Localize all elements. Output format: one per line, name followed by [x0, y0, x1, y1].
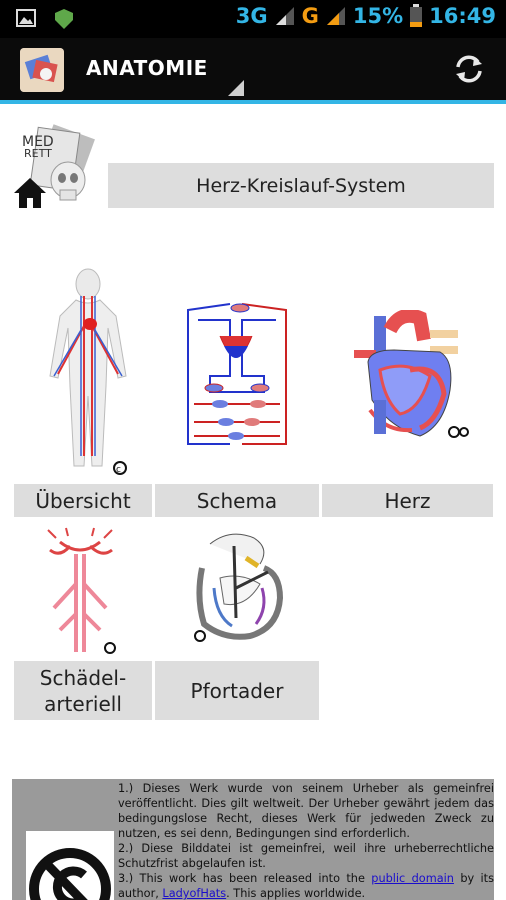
- network-type-2: G: [301, 4, 319, 28]
- refresh-icon[interactable]: [452, 52, 486, 86]
- battery-icon: [410, 4, 423, 27]
- tile-overview[interactable]: Übersicht: [14, 484, 152, 517]
- action-bar: ANATOMIE: [0, 38, 506, 104]
- section-title: Herz-Kreislauf-System: [108, 163, 494, 208]
- license-paragraph-3: 3.) This work has been released into the…: [118, 872, 494, 900]
- license-paragraph-2: 2.) Diese Bilddatei ist gemeinfrei, weil…: [118, 842, 494, 870]
- shield-notification-icon: [55, 9, 73, 29]
- license-paragraph-1: 1.) Dieses Werk wurde von seinem Urheber…: [118, 782, 494, 840]
- circulation-schema-image[interactable]: [180, 296, 292, 448]
- battery-percent: 15%: [352, 4, 404, 28]
- cranial-arteries-image[interactable]: [40, 524, 120, 656]
- signal-icon: [275, 7, 294, 25]
- app-logo-icon[interactable]: [20, 48, 64, 92]
- action-bar-divider: [0, 100, 506, 104]
- medrett-logo: MED RETT: [22, 124, 95, 201]
- gallery-notification-icon: [16, 9, 36, 27]
- status-bar: 3G G 15% 16:49: [0, 0, 506, 38]
- tile-portal-vein[interactable]: Pfortader: [155, 661, 319, 720]
- overview-body-image[interactable]: c: [36, 266, 132, 478]
- tile-schema[interactable]: Schema: [155, 484, 319, 517]
- tile-heart[interactable]: Herz: [322, 484, 493, 517]
- svg-text:MED: MED: [22, 134, 54, 150]
- license-text: 1.) Dieses Werk wurde von seinem Urheber…: [118, 781, 494, 900]
- clock: 16:49: [429, 4, 496, 28]
- svg-text:c: c: [116, 465, 121, 475]
- spinner-indicator-icon[interactable]: [228, 80, 244, 96]
- home-icon[interactable]: [12, 176, 48, 210]
- author-link[interactable]: LadyofHats: [162, 887, 227, 900]
- network-type-1: 3G: [235, 4, 268, 28]
- license-box: 1.) Dieses Werk wurde von seinem Urheber…: [12, 779, 494, 900]
- app-title[interactable]: ANATOMIE: [86, 56, 208, 80]
- public-domain-icon: [26, 831, 114, 900]
- portal-vein-image[interactable]: [190, 528, 290, 646]
- public-domain-link[interactable]: public domain: [371, 872, 454, 885]
- signal-icon-2: [326, 7, 345, 25]
- heart-image[interactable]: [350, 310, 474, 444]
- svg-text:RETT: RETT: [24, 147, 52, 160]
- tile-cranial-arteries[interactable]: Schädel- arteriell: [14, 661, 152, 720]
